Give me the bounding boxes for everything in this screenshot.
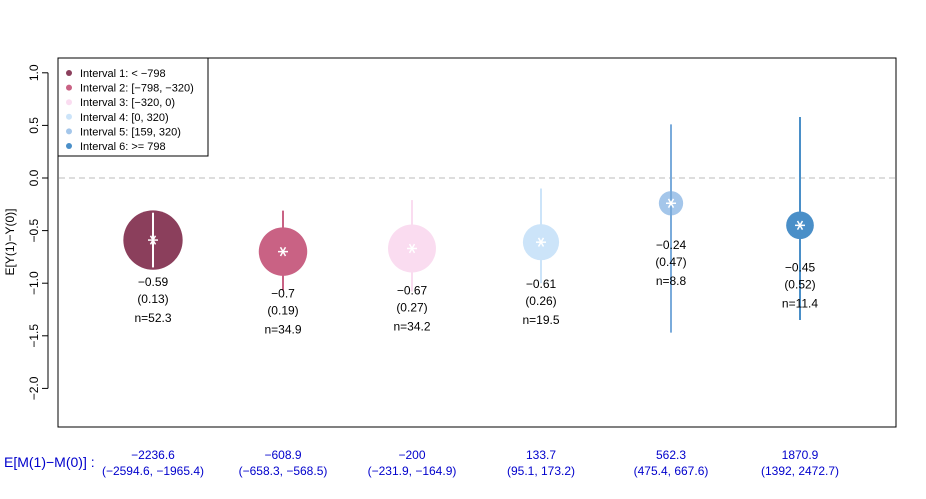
y-axis: 1.0 0.5 0.0 −0.5 −1.0 −1.5 −2.0 (27, 64, 49, 400)
star-marker-5 (666, 198, 676, 208)
estimate-label-4: −0.61 (526, 277, 557, 291)
se-label-1: (0.13) (137, 292, 168, 306)
estimate-label-6: −0.45 (785, 260, 816, 274)
legend-label-3: Interval 3: [−320, 0) (80, 97, 175, 109)
y-tick-label: 0.0 (27, 169, 41, 186)
legend-marker-4 (66, 113, 72, 120)
n-label-5: n=8.8 (656, 274, 687, 288)
point-group-5: −0.24 (0.47) n=8.8 (655, 124, 687, 333)
star-marker-4 (536, 237, 546, 247)
y-tick-label: −1.0 (27, 271, 41, 295)
mediator-ci-6: (1392, 2472.7) (761, 464, 839, 478)
n-label-1: n=52.3 (134, 311, 171, 325)
legend-label-2: Interval 2: [−798, −320) (80, 83, 194, 95)
mediator-value-3: −200 (398, 448, 425, 462)
legend-marker-1 (66, 70, 72, 76)
mediator-value-5: 562.3 (656, 448, 686, 462)
mediator-ci-2: (−658.3, −568.5) (239, 464, 328, 478)
legend-label-5: Interval 5: [159, 320) (80, 126, 181, 138)
mediator-values: −2236.6 (−2594.6, −1965.4) −608.9 (−658.3, … (102, 448, 839, 478)
mediator-ci-5: (475.4, 667.6) (634, 464, 709, 478)
estimate-label-3: −0.67 (397, 283, 428, 297)
se-label-5: (0.47) (655, 255, 686, 269)
star-marker-6 (795, 220, 805, 231)
legend-label-6: Interval 6: >= 798 (80, 141, 166, 153)
legend-marker-5 (66, 128, 72, 135)
se-label-3: (0.27) (396, 300, 427, 314)
n-label-6: n=11.4 (782, 296, 818, 310)
mediator-value-4: 133.7 (526, 448, 556, 462)
legend-marker-2 (66, 84, 72, 91)
mediator-value-2: −608.9 (264, 448, 301, 462)
y-tick-label: 1.0 (27, 64, 41, 81)
point-group-2: −0.7 (0.19) n=34.9 (258, 210, 308, 337)
se-label-2: (0.19) (267, 304, 298, 318)
n-label-3: n=34.2 (393, 319, 430, 333)
legend-box (57, 57, 209, 157)
data-points: −0.59 (0.13) n=52.3 −0.7 (0.19) n=34.9 −0.67 (0… (123, 116, 818, 337)
estimate-label-2: −0.7 (271, 287, 295, 301)
legend-label-1: Interval 1: < −798 (80, 68, 166, 80)
mediator-ci-3: (−231.9, −164.9) (368, 464, 457, 478)
star-marker-2 (278, 246, 288, 257)
y-axis-label: E[Y(1)−Y(0)] (3, 208, 17, 275)
star-marker-3 (407, 243, 417, 254)
y-tick-label: −1.5 (27, 324, 41, 348)
se-label-6: (0.52) (784, 277, 815, 291)
legend-marker-3 (66, 99, 72, 106)
se-label-4: (0.26) (525, 294, 556, 308)
point-group-4: −0.61 (0.26) n=19.5 (522, 188, 560, 327)
star-marker-1 (148, 235, 158, 245)
y-tick-label: −2.0 (27, 376, 41, 400)
point-group-6: −0.45 (0.52) n=11.4 (782, 116, 818, 321)
legend-marker-6 (66, 143, 72, 149)
y-tick-label: 0.5 (27, 117, 41, 134)
mediator-label: E[M(1)−M(0)] : (4, 454, 95, 470)
mediator-value-1: −2236.6 (131, 448, 175, 462)
mediator-ci-1: (−2594.6, −1965.4) (102, 464, 204, 478)
legend-label-4: Interval 4: [0, 320) (80, 112, 169, 124)
mediator-value-6: 1870.9 (782, 448, 819, 462)
point-group-3: −0.67 (0.27) n=34.2 (388, 200, 436, 333)
y-tick-label: −0.5 (27, 218, 41, 242)
point-group-1: −0.59 (0.13) n=52.3 (123, 210, 183, 325)
mediator-ci-4: (95.1, 173.2) (507, 464, 575, 478)
n-label-4: n=19.5 (522, 313, 559, 327)
n-label-2: n=34.9 (264, 323, 301, 337)
estimate-label-5: −0.24 (656, 238, 687, 252)
estimate-label-1: −0.59 (138, 275, 169, 289)
